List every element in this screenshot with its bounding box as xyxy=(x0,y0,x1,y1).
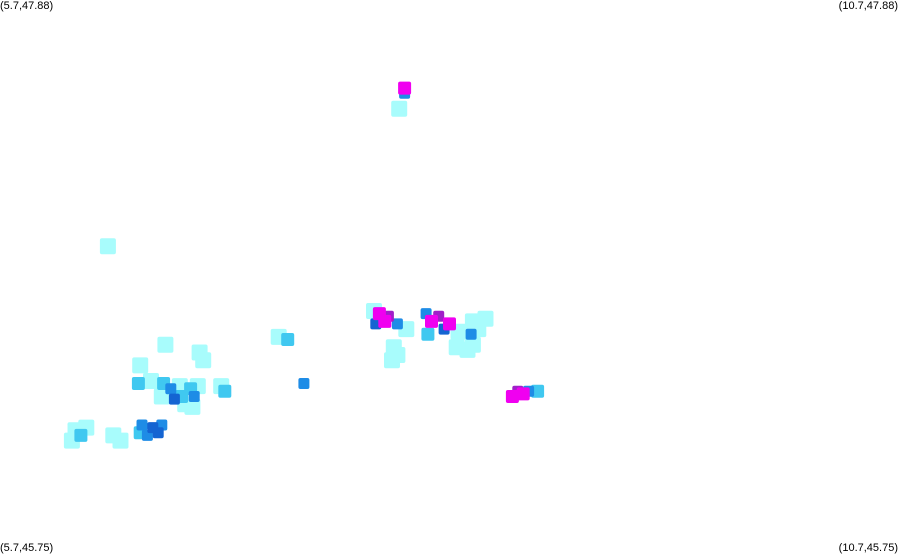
radar-cell-magenta xyxy=(516,387,530,401)
radar-cell-blue xyxy=(188,391,200,402)
radar-cell-dark-blue xyxy=(152,427,164,439)
radar-cell-cyan xyxy=(421,327,435,341)
radar-cell-light xyxy=(184,398,201,415)
radar-cell-magenta xyxy=(398,81,412,95)
radar-cell-light xyxy=(459,341,476,358)
radar-cell-cyan xyxy=(74,428,88,442)
corner-label-top-left: (5.7,47.88) xyxy=(0,0,54,12)
radar-cell-cyan xyxy=(218,384,232,398)
radar-cell-light xyxy=(195,352,212,369)
radar-cell-light xyxy=(384,352,400,369)
radar-cell-light xyxy=(477,310,494,327)
radar-cell-cyan xyxy=(281,333,295,346)
radar-cell-blue xyxy=(465,328,477,340)
radar-cell-magenta xyxy=(378,314,392,328)
radar-cell-magenta xyxy=(443,317,456,331)
radar-cell-blue xyxy=(391,318,403,330)
radar-cell-magenta xyxy=(425,314,438,328)
corner-label-bottom-right: (10.7,45.75) xyxy=(838,542,898,554)
radar-cell-cyan xyxy=(531,384,545,398)
radar-cell-light xyxy=(391,100,408,117)
radar-cell-light xyxy=(143,373,159,389)
radar-cell-dark-blue xyxy=(168,393,180,405)
radar-cell-blue xyxy=(165,383,177,395)
radar-cell-blue xyxy=(136,419,148,431)
radar-cell-magenta xyxy=(505,390,519,403)
radar-cell-light xyxy=(112,432,129,449)
radar-cell-light xyxy=(99,238,116,255)
corner-label-bottom-left: (5.7,45.75) xyxy=(0,542,54,554)
radar-cell-blue xyxy=(298,378,310,389)
corner-label-top-right: (10.7,47.88) xyxy=(838,0,898,12)
radar-cell-cyan xyxy=(131,377,145,390)
radar-cell-light xyxy=(157,336,174,353)
radar-cell-light xyxy=(132,357,149,374)
